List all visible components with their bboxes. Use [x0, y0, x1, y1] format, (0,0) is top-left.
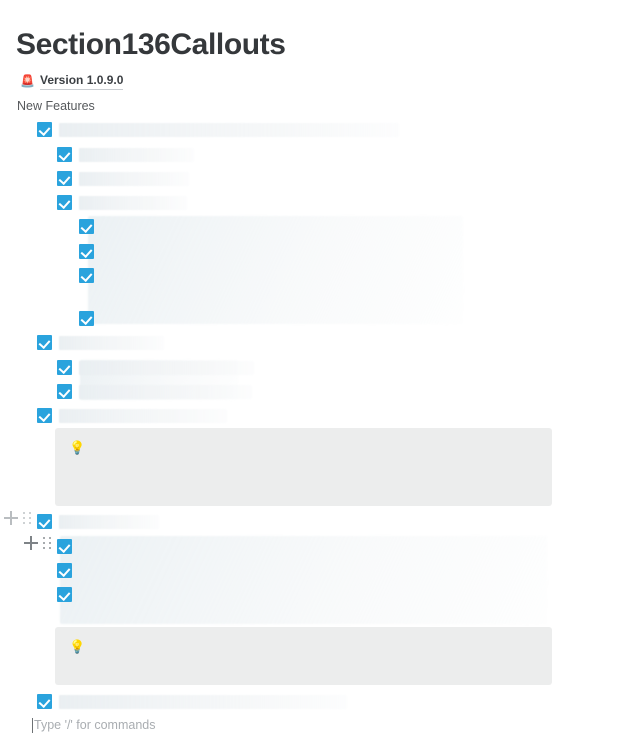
checkbox-checked-icon[interactable] — [57, 563, 72, 578]
checklist-item — [57, 147, 194, 162]
checkbox-checked-icon[interactable] — [57, 360, 72, 375]
checklist-item-label[interactable] — [59, 695, 347, 709]
callout-box[interactable]: 💡 — [55, 627, 552, 685]
lightbulb-icon: 💡 — [69, 639, 86, 654]
drag-handle-icon[interactable] — [22, 511, 32, 525]
checklist-item — [57, 171, 189, 186]
checkbox-checked-icon[interactable] — [79, 311, 94, 326]
checkbox-checked-icon[interactable] — [37, 122, 52, 137]
checkbox-checked-icon[interactable] — [57, 195, 72, 210]
checklist-item — [57, 539, 72, 554]
checkbox-checked-icon[interactable] — [79, 244, 94, 259]
checklist-item — [37, 694, 347, 709]
command-placeholder-text: Type '/' for commands — [34, 718, 156, 732]
checkbox-checked-icon[interactable] — [79, 219, 94, 234]
checklist-item-label[interactable] — [79, 148, 194, 162]
checkbox-checked-icon[interactable] — [57, 147, 72, 162]
page-title[interactable]: Section136Callouts — [16, 28, 286, 61]
checklist-item-label[interactable] — [59, 515, 159, 529]
checklist-item-label[interactable] — [79, 172, 189, 186]
checklist-item — [37, 514, 159, 529]
checklist-item-label[interactable] — [79, 196, 187, 210]
checkbox-checked-icon[interactable] — [79, 268, 94, 283]
redacted-text-block — [88, 216, 463, 324]
drag-handle-icon[interactable] — [42, 536, 52, 550]
checkbox-checked-icon[interactable] — [37, 408, 52, 423]
checkbox-checked-icon[interactable] — [37, 694, 52, 709]
checklist-item-label[interactable] — [59, 409, 227, 423]
checklist-item — [79, 244, 94, 259]
checklist-item — [37, 122, 399, 137]
checklist-item — [57, 360, 254, 375]
add-block-button[interactable] — [24, 536, 38, 550]
checklist-item — [79, 219, 94, 234]
version-label[interactable]: Version 1.0.9.0 — [40, 73, 124, 90]
plus-icon[interactable] — [4, 511, 18, 525]
checkbox-checked-icon[interactable] — [57, 539, 72, 554]
checkbox-checked-icon[interactable] — [57, 384, 72, 399]
checklist-item — [79, 268, 94, 283]
checklist-item-label[interactable] — [59, 336, 164, 350]
alert-light-icon: 🚨 — [20, 73, 35, 88]
drag-handle-button[interactable] — [42, 536, 52, 550]
version-row: 🚨 Version 1.0.9.0 — [20, 72, 124, 90]
checklist-item — [57, 384, 252, 399]
lightbulb-icon: 💡 — [69, 440, 86, 455]
checklist-item — [37, 408, 227, 423]
checklist-item — [79, 311, 94, 326]
drag-handle-button[interactable] — [22, 511, 32, 525]
text-caret — [32, 717, 33, 733]
checkbox-checked-icon[interactable] — [57, 171, 72, 186]
checklist-item-label[interactable] — [79, 361, 254, 375]
redacted-text-block — [60, 536, 547, 624]
plus-icon[interactable] — [24, 536, 38, 550]
checklist-item — [57, 587, 72, 602]
checklist-item-label[interactable] — [79, 385, 252, 399]
callout-box[interactable]: 💡 — [55, 428, 552, 506]
checkbox-checked-icon[interactable] — [37, 335, 52, 350]
checklist-item — [37, 335, 164, 350]
section-heading-new-features[interactable]: New Features — [17, 99, 95, 113]
checklist-item — [57, 195, 187, 210]
add-block-button[interactable] — [4, 511, 18, 525]
command-input-row[interactable]: Type '/' for commands — [32, 716, 155, 734]
checkbox-checked-icon[interactable] — [37, 514, 52, 529]
checklist-item — [57, 563, 72, 578]
checkbox-checked-icon[interactable] — [57, 587, 72, 602]
checklist-item-label[interactable] — [59, 123, 399, 137]
